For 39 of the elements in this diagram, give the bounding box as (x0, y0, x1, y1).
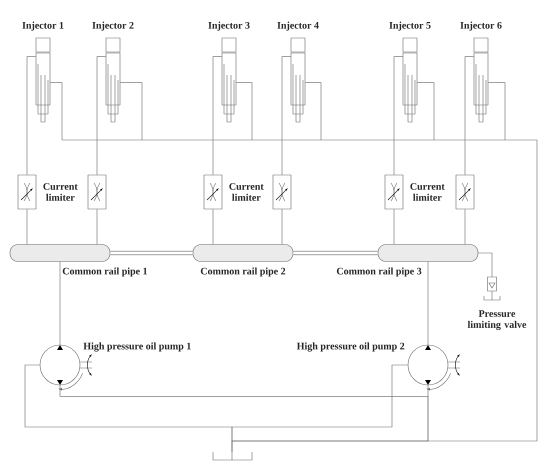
injector-label: Injector 3 (208, 22, 250, 31)
double-pipe (110, 250, 193, 256)
current-limiter-symbol (272, 174, 292, 210)
current-limiter-symbol (88, 174, 106, 210)
injector-label: Injector 2 (92, 22, 134, 31)
injector-label: Injector 4 (277, 22, 319, 31)
current-limiter-symbol (456, 174, 474, 210)
double-pipe (293, 250, 378, 256)
limiter-label: Current limiter (410, 183, 445, 201)
injector-label: Injector 5 (389, 22, 431, 31)
pipe-line (282, 56, 291, 175)
pipe-line (96, 209, 98, 244)
pipe-line (478, 252, 492, 277)
pump-label: High pressure oil pump 1 (83, 342, 191, 352)
pipe-line (212, 56, 222, 175)
pipe-line (464, 209, 466, 244)
pipe-line (305, 82, 322, 140)
pipe-line (488, 82, 506, 140)
limiter-label: Current limiter (229, 183, 264, 201)
injector-label: Injector 6 (460, 22, 502, 31)
pipe-line (26, 56, 36, 175)
pipe-line (212, 209, 214, 244)
valve-label: Pressure limiting valve (468, 310, 526, 330)
rail-label: Common rail pipe 3 (336, 267, 422, 277)
pipe-line (417, 82, 434, 140)
pump-label: High pressure oil pump 2 (296, 342, 404, 352)
pipe-line (96, 56, 106, 175)
pipe-line (50, 82, 62, 140)
rail-label: Common rail pipe 2 (200, 267, 286, 277)
pipe-line (464, 56, 474, 175)
pipe-line (26, 209, 28, 244)
pipe-line (120, 82, 142, 140)
limiter-label: Current limiter (43, 183, 78, 201)
rail-label: Common rail pipe 1 (62, 267, 148, 277)
pipe-line (394, 56, 403, 175)
pipe-line (236, 82, 252, 140)
injector-label: Injector 1 (22, 22, 64, 31)
return-line (62, 140, 538, 452)
tank-symbol (212, 452, 252, 460)
